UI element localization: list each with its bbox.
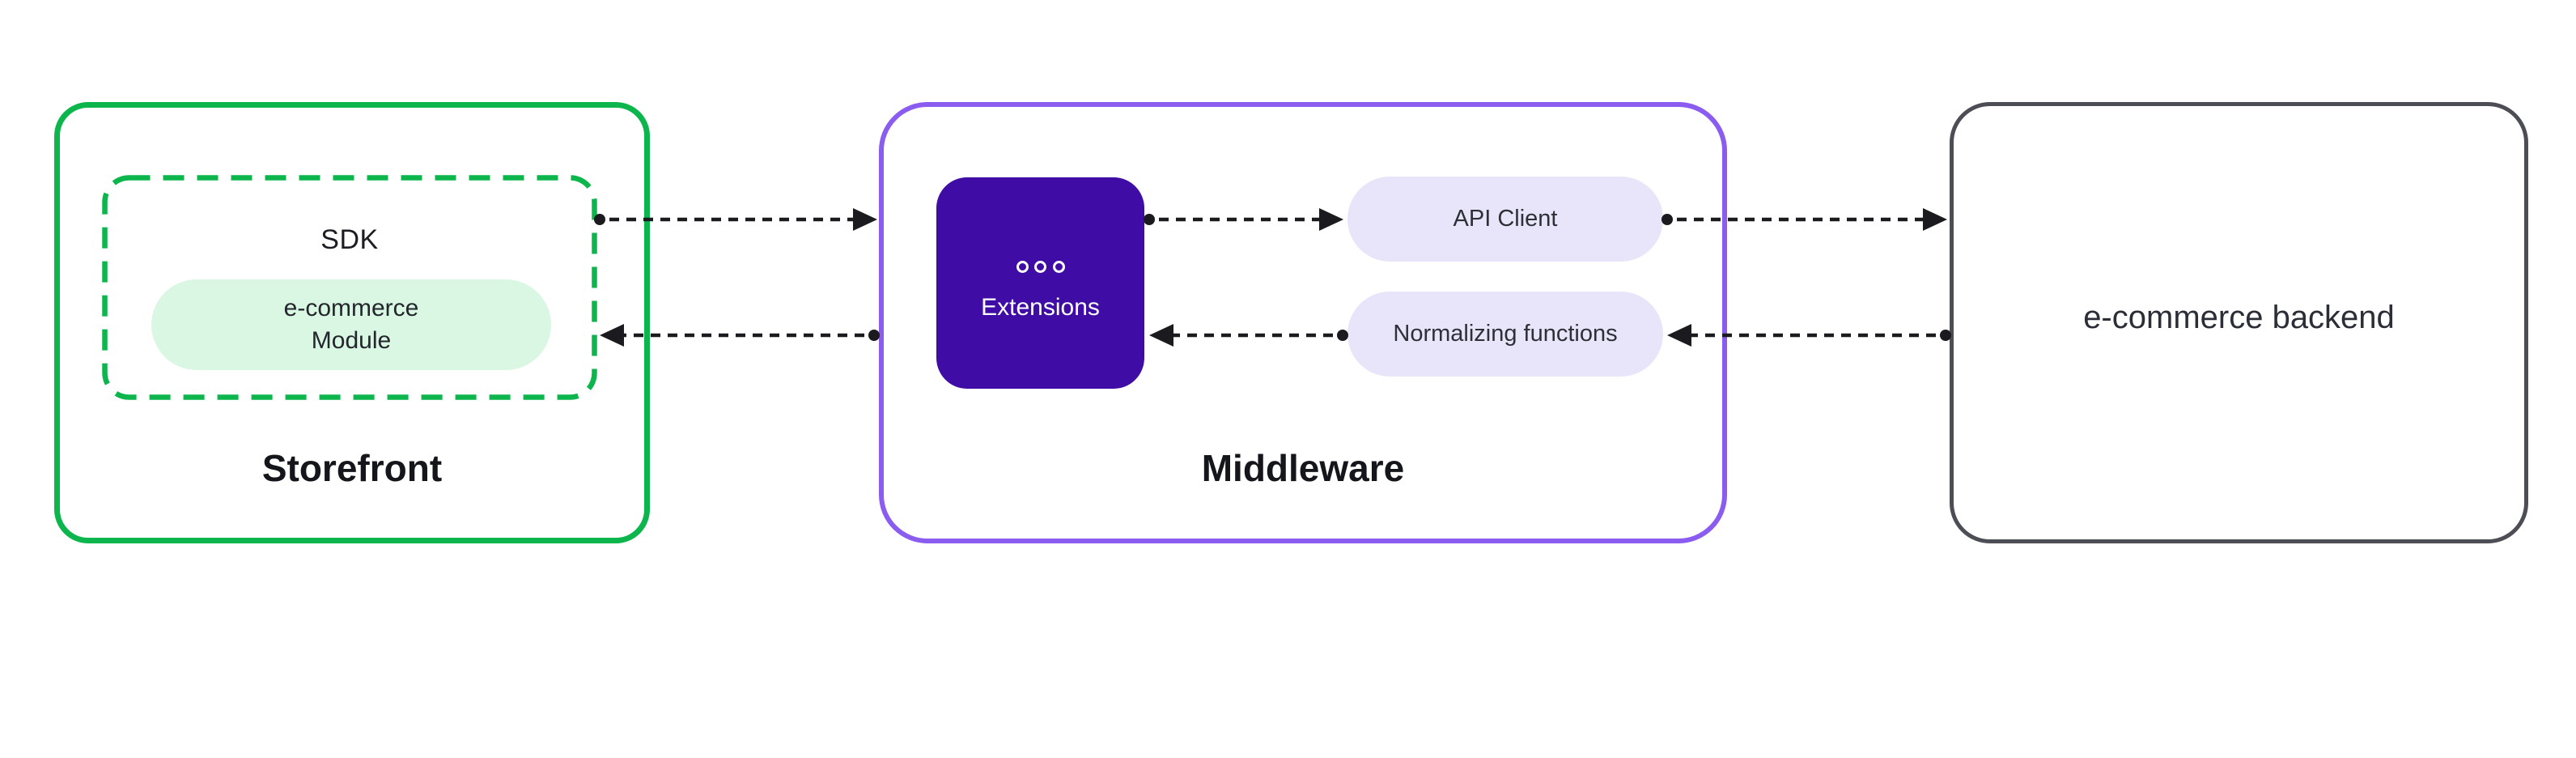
module-label-line1: e-commerce bbox=[283, 295, 419, 322]
sdk-box bbox=[102, 175, 597, 400]
dot-icon bbox=[1052, 261, 1065, 273]
normalizing-functions-label: Normalizing functions bbox=[1393, 321, 1618, 347]
arrowhead-right-icon bbox=[1923, 208, 1947, 231]
sdk-dashed-border bbox=[102, 175, 597, 400]
arrowhead-right-icon bbox=[853, 208, 877, 231]
extensions-label: Extensions bbox=[981, 294, 1100, 321]
dot-icon bbox=[1034, 261, 1046, 273]
sdk-label: SDK bbox=[320, 224, 379, 255]
ecommerce-module-pill: e-commerce Module bbox=[151, 279, 551, 370]
api-client-label: API Client bbox=[1453, 206, 1558, 232]
backend-label: e-commerce backend bbox=[2083, 300, 2395, 335]
backend-box: e-commerce backend bbox=[1950, 102, 2528, 543]
middleware-title: Middleware bbox=[1201, 447, 1405, 489]
normalizing-functions-pill: Normalizing functions bbox=[1347, 292, 1663, 377]
extensions-dots-icon bbox=[1016, 261, 1065, 273]
dot-icon bbox=[1016, 261, 1029, 273]
storefront-title: Storefront bbox=[261, 447, 443, 489]
origin-dot-icon bbox=[868, 330, 880, 341]
module-label-line2: Module bbox=[311, 327, 392, 354]
extensions-box: Extensions bbox=[936, 177, 1144, 389]
api-client-pill: API Client bbox=[1347, 177, 1663, 262]
